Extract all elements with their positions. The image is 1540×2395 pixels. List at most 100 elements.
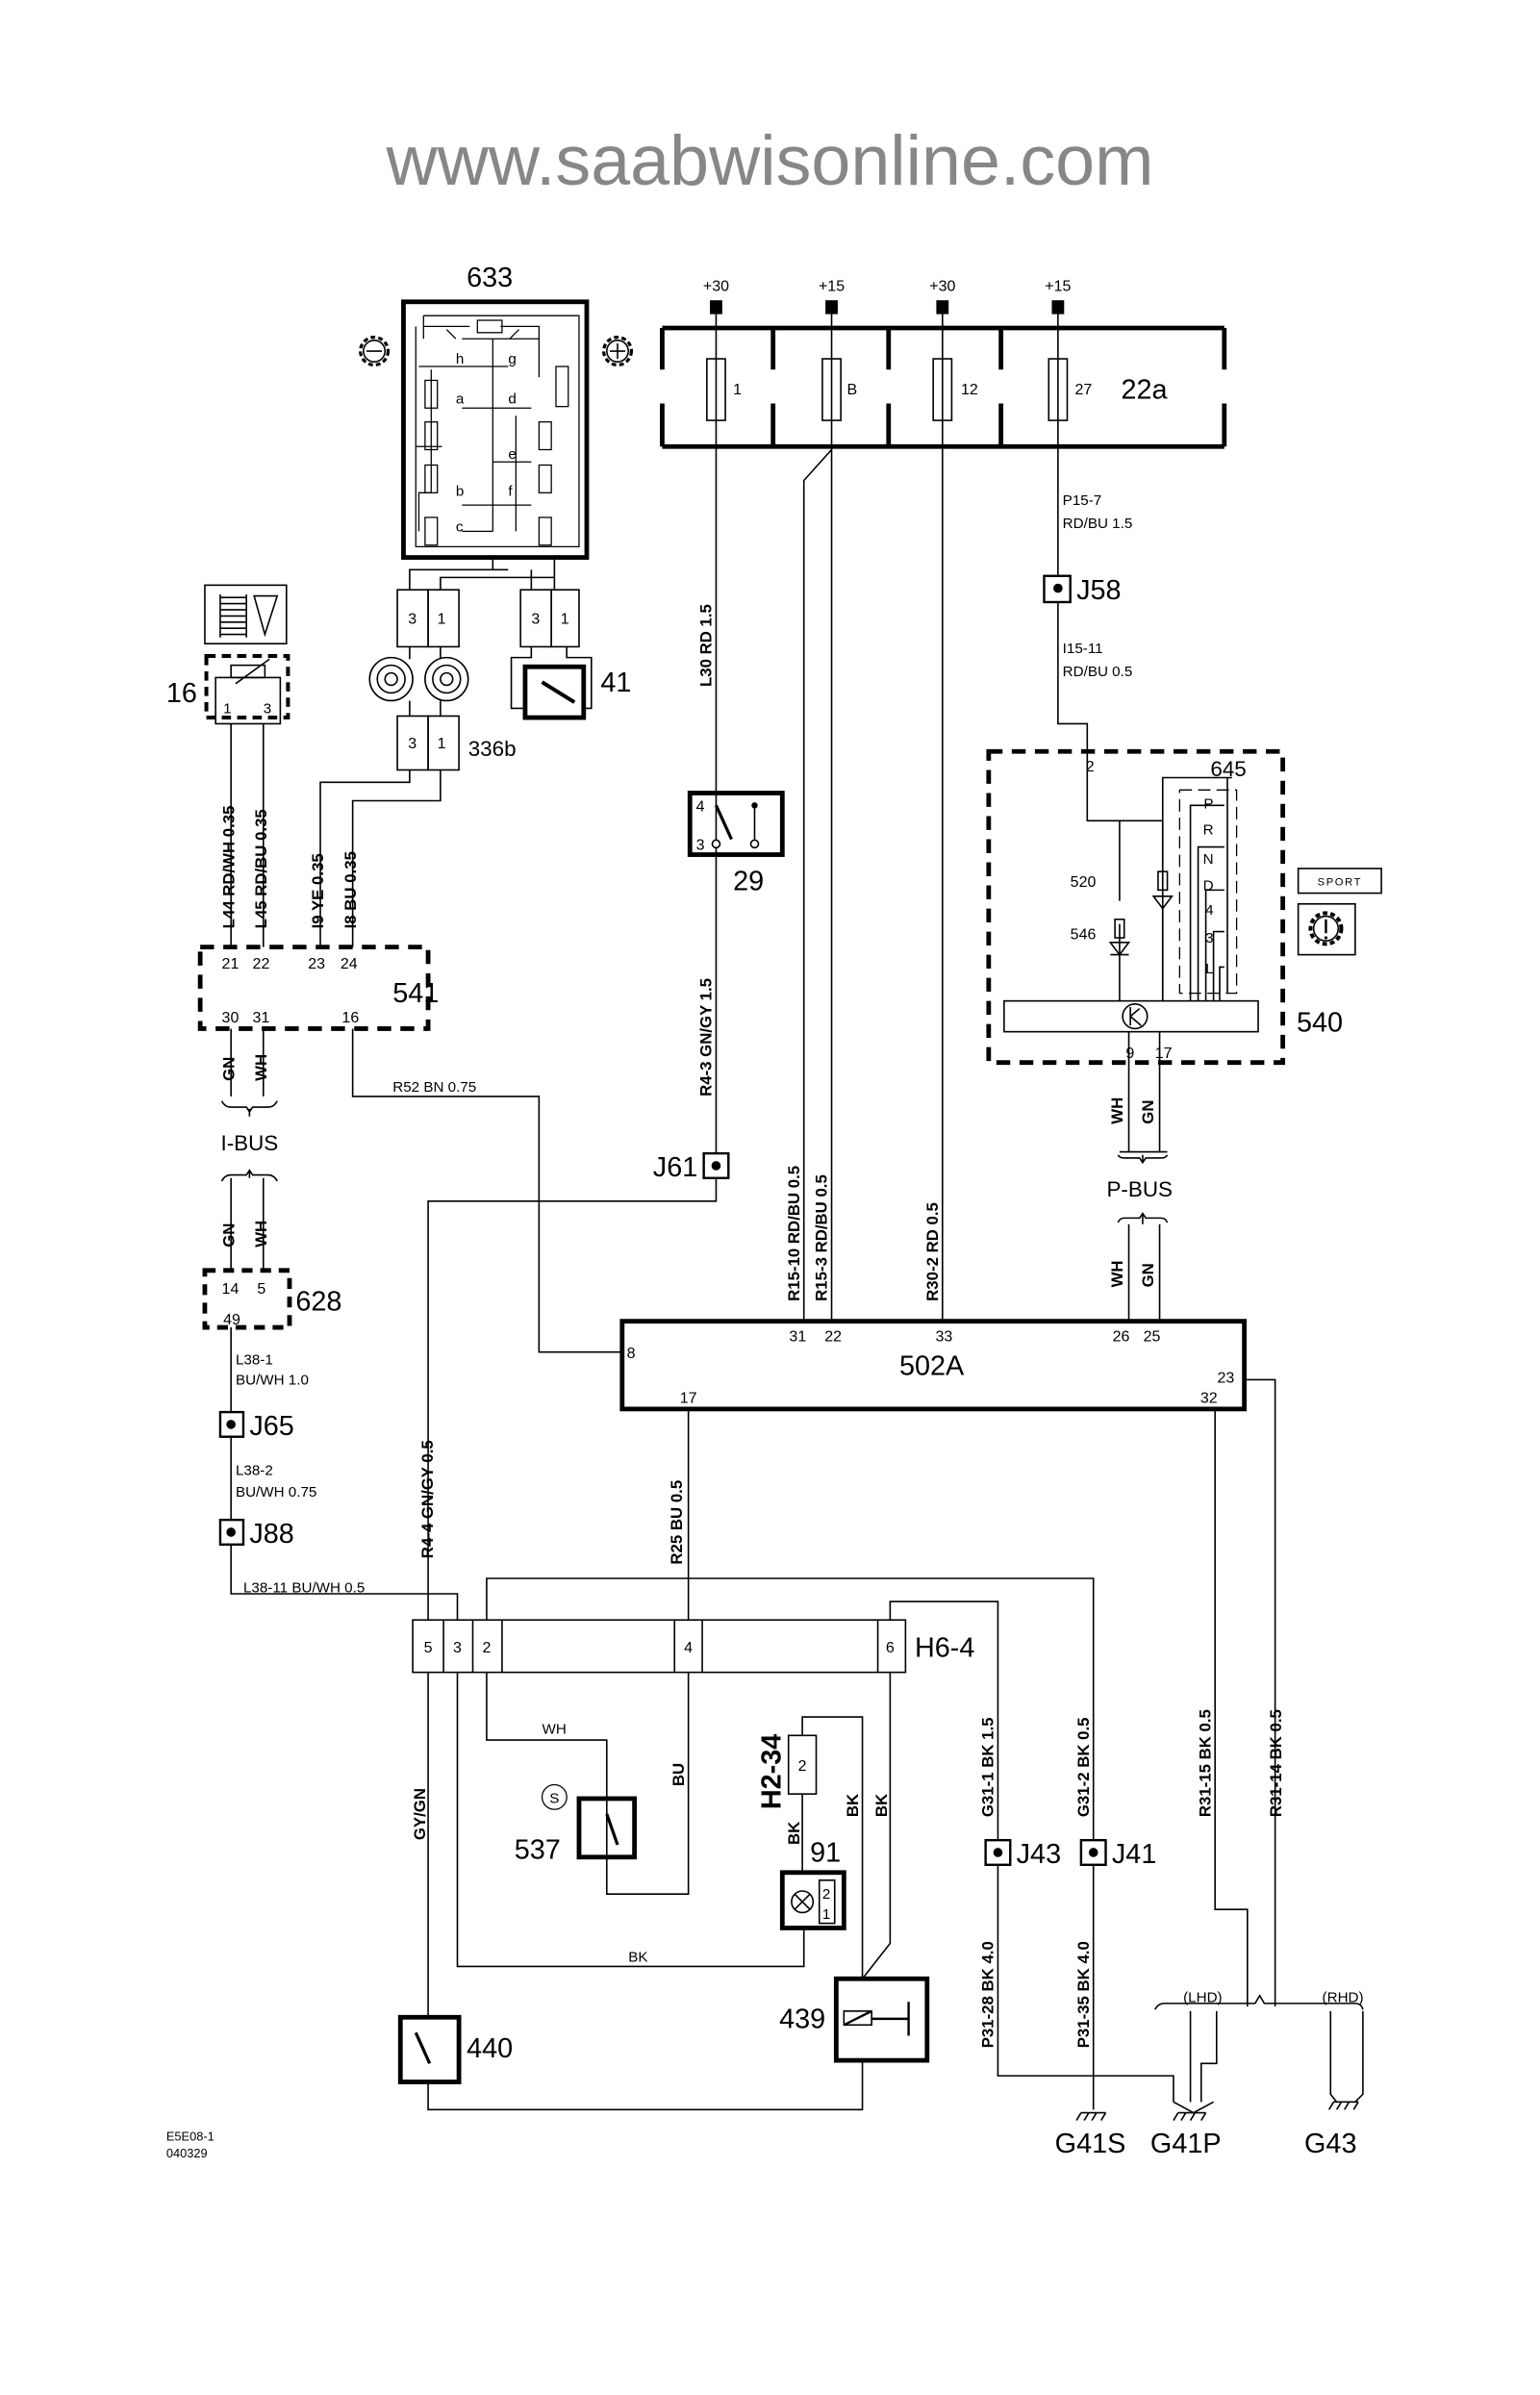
pin-label: 14	[222, 1281, 240, 1298]
wire-label-r30-2: R30-2 RD 0.5	[923, 1202, 942, 1301]
splice-label: J43	[1017, 1839, 1061, 1870]
wire-label-r31-15: R31-15 BK 0.5	[1196, 1709, 1214, 1817]
component-label-628: 628	[295, 1286, 341, 1317]
wire-label-p15-7-spec: RD/BU 1.5	[1063, 516, 1133, 532]
pin-label: 3	[453, 1640, 462, 1656]
pin-label: 21	[222, 956, 240, 972]
component-label-537: 537	[515, 1834, 561, 1865]
wire-label-bk: BK	[872, 1794, 891, 1817]
contact-label: e	[508, 446, 516, 463]
wire-label-bk: BK	[785, 1822, 803, 1845]
pin-label: 4	[696, 799, 705, 816]
ground-label: G41P	[1150, 2129, 1222, 2159]
splice-label: J61	[653, 1152, 697, 1183]
wire-label-gn: GN	[1139, 1263, 1157, 1287]
diagram-date: 040329	[166, 2146, 208, 2160]
pin-label: 5	[424, 1640, 433, 1656]
pin-label: 6	[886, 1640, 895, 1656]
wire-label-l38-2: L38-2	[236, 1463, 273, 1479]
splice-j58: J58	[1043, 574, 1122, 606]
switch-633: h g a d e b f c 633	[401, 263, 590, 563]
module-628: 14 5 49 628	[202, 1268, 341, 1330]
wire-label-r15-10: R15-10 RD/BU 0.5	[785, 1166, 803, 1301]
wire-label-r4-4: R4-4 GN/GY 0.5	[418, 1440, 437, 1558]
wire-label-gn: GN	[219, 1223, 238, 1248]
gear-minus-icon	[359, 336, 391, 367]
gear-warning-icon	[1297, 902, 1356, 956]
gear-position-label: N	[1203, 851, 1214, 868]
fuse-label: 27	[1074, 382, 1092, 398]
wire-label-wh: WH	[1108, 1260, 1126, 1287]
sensor-symbol: S	[549, 1791, 559, 1807]
horn-switch-41: 41	[510, 646, 631, 720]
wire-label-gn: GN	[1139, 1100, 1157, 1124]
ground-label: G43	[1304, 2129, 1356, 2159]
pin-label: 23	[1217, 1371, 1234, 1387]
gear-position-label: D	[1203, 877, 1214, 894]
fuse-label: 1	[733, 382, 742, 398]
wire-label-l30: L30 RD 1.5	[697, 604, 716, 687]
pin-label: 17	[680, 1390, 697, 1406]
splice-j41: J41	[1079, 1838, 1156, 1870]
pin-label: 2	[822, 1886, 830, 1903]
connector-633-left: 3 1	[396, 589, 460, 648]
gear-position-label: 3	[1205, 930, 1213, 946]
component-label-540: 540	[1297, 1008, 1343, 1039]
pin-label: 8	[627, 1346, 636, 1362]
pin-label: 22	[253, 956, 270, 972]
wire-label-r31-14: R31-14 BK 0.5	[1267, 1709, 1285, 1817]
supply-label: +15	[1045, 279, 1071, 295]
gear-position-label: P	[1203, 796, 1213, 813]
pin-label: 31	[253, 1010, 270, 1026]
connector-336b: 3 1 336b	[396, 715, 517, 771]
ground-label: G41S	[1055, 2129, 1126, 2159]
wire-label-bk: BK	[628, 1950, 647, 1966]
pin-label: 16	[341, 1010, 359, 1026]
component-label-633: 633	[467, 263, 513, 293]
variant-label-rhd: (RHD)	[1323, 1989, 1364, 2005]
wire-label-r52: R52 BN 0.75	[392, 1079, 476, 1096]
wire-label-i15-11-spec: RD/BU 0.5	[1063, 664, 1133, 680]
solenoid-439: 439	[779, 1976, 930, 2063]
selector-display-540: 2 645 520 546 P R N D 4 3 L 9 17 540	[986, 748, 1343, 1152]
gear-plus-icon	[601, 336, 634, 367]
ground-g41p: G41P	[1150, 2111, 1222, 2159]
diagram-code: E5E08-1	[166, 2129, 215, 2143]
connector-h2-34: 2 H2-34	[757, 1734, 818, 1809]
pin-label: 32	[1200, 1390, 1218, 1406]
fuse-label: 12	[961, 382, 978, 398]
contact-label: h	[456, 351, 464, 367]
pin-label: 23	[308, 956, 325, 972]
gear-position-label: 4	[1205, 902, 1213, 919]
component-label-h2-34: H2-34	[757, 1734, 788, 1809]
pin-label: 1	[561, 611, 569, 627]
splice-j43: J43	[984, 1838, 1061, 1870]
gear-position-label: R	[1203, 822, 1214, 839]
wire-label-g31-1: G31-1 BK 1.5	[979, 1718, 997, 1818]
lamp-91: 2 1 91	[779, 1838, 846, 1930]
wire-label-wh: WH	[252, 1221, 270, 1248]
component-label-546: 546	[1071, 927, 1097, 944]
bus-label-ibus: I-BUS	[220, 1131, 278, 1155]
supply-label: +15	[819, 279, 845, 295]
component-label-440: 440	[467, 2033, 513, 2064]
wire-label-gy-gn: GY/GN	[411, 1788, 429, 1840]
pin-label: 2	[1086, 759, 1095, 775]
wire-label-l45: L45 RD/BU 0.35	[252, 809, 270, 928]
pin-label: 22	[824, 1328, 842, 1345]
pin-label: 3	[696, 838, 705, 854]
fuse-label: B	[847, 382, 858, 398]
variant-label-lhd: (LHD)	[1183, 1989, 1223, 2005]
component-label-502a: 502A	[899, 1351, 965, 1382]
pin-label: 49	[223, 1312, 240, 1328]
pin-label: 2	[798, 1758, 807, 1775]
gear-position-label: L	[1205, 961, 1213, 977]
pin-label: 1	[438, 611, 446, 627]
module-541: 21 22 23 24 30 31 16 541	[197, 945, 439, 1031]
contact-label: g	[508, 351, 516, 367]
component-label-439: 439	[779, 2004, 825, 2034]
control-module-502a: 31 22 33 26 25 8 17 23 32 502A	[619, 1319, 1248, 1412]
component-label-h6-4: H6-4	[915, 1633, 974, 1664]
wire-label-wh: WH	[1108, 1097, 1126, 1124]
